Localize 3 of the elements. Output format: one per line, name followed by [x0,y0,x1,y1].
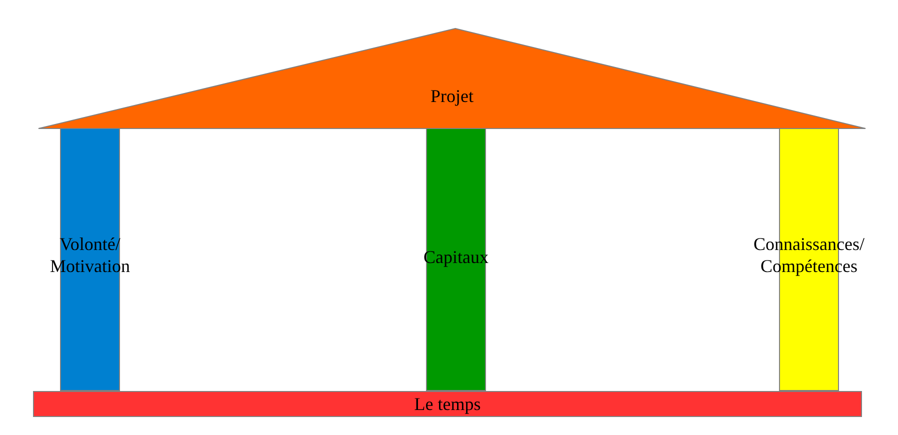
base-bar [33,391,862,417]
node-label: Le temps [414,393,481,415]
node-label: Projet [430,85,474,107]
